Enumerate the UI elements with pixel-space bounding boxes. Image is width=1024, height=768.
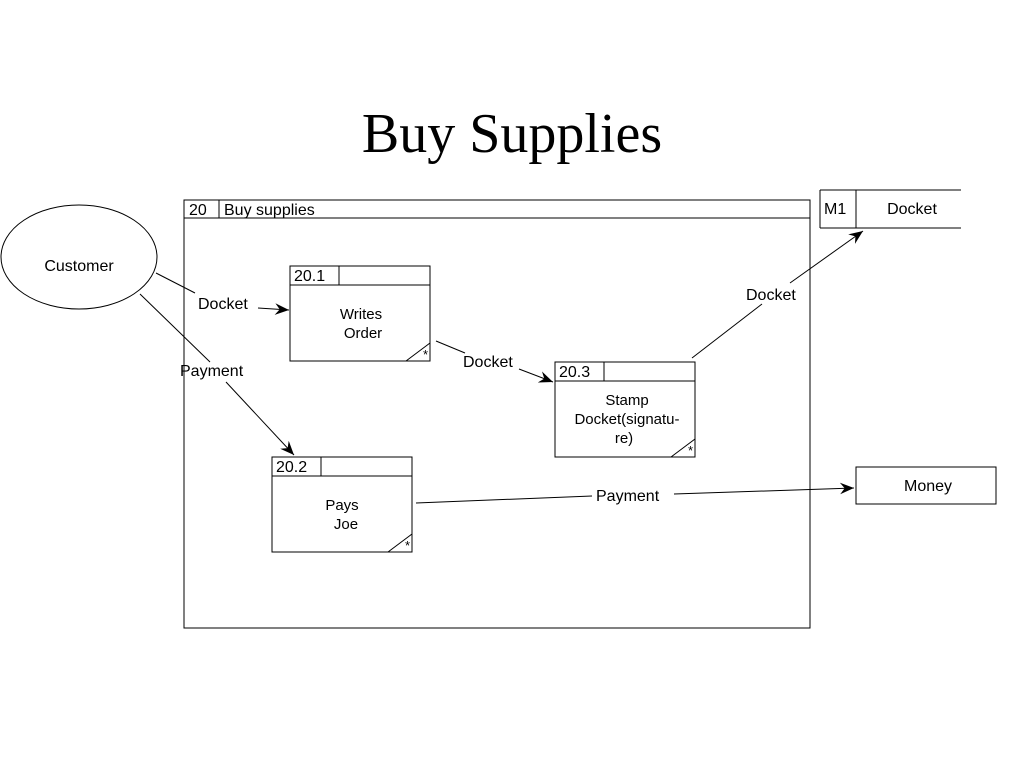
process-frame: 20 Buy supplies — [183, 199, 811, 629]
process-20-1[interactable]: 20.1 Writes Order * — [289, 265, 431, 362]
marker-star: * — [405, 538, 410, 553]
process-label-line: re) — [615, 430, 633, 447]
flow-pay-to-money: Payment — [415, 482, 855, 505]
process-label-line: Docket(signatu- — [574, 411, 679, 428]
process-id: 20.2 — [276, 459, 307, 476]
process-20-3[interactable]: 20.3 Stamp Docket(signatu- re) * — [554, 361, 696, 458]
store-name: Docket — [887, 201, 937, 218]
process-label-line: Stamp — [605, 392, 648, 409]
process-label-line: Joe — [334, 516, 358, 533]
process-label-line: Pays — [325, 497, 358, 514]
process-id: 20.3 — [559, 364, 590, 381]
money-label: Money — [904, 478, 952, 495]
flow-label: Payment — [180, 363, 244, 380]
marker-star: * — [688, 443, 693, 458]
customer-label: Customer — [44, 258, 114, 275]
data-store-m1[interactable]: M1 Docket — [819, 189, 961, 229]
flow-order-to-stamp: Docket — [435, 340, 554, 383]
flow-label: Payment — [596, 488, 660, 505]
store-id: M1 — [824, 201, 846, 218]
external-entity-customer[interactable]: Customer — [0, 204, 158, 310]
money-box[interactable]: Money — [855, 466, 997, 505]
flow-stamp-to-store: Docket — [691, 230, 864, 359]
page-title: Buy Supplies — [361, 103, 663, 165]
process-id: 20.1 — [294, 268, 325, 285]
frame-number: 20 — [189, 202, 207, 219]
flow-customer-to-pay: Payment — [139, 293, 295, 456]
marker-star: * — [423, 347, 428, 362]
flow-label: Docket — [198, 296, 248, 313]
flow-label: Docket — [746, 287, 796, 304]
process-20-2[interactable]: 20.2 Pays Joe * — [271, 456, 413, 553]
process-label-line: Writes — [340, 306, 382, 323]
flow-customer-to-order: Docket — [155, 272, 290, 315]
flow-label: Docket — [463, 354, 513, 371]
frame-name: Buy supplies — [224, 202, 315, 219]
process-label-line: Order — [344, 325, 382, 342]
